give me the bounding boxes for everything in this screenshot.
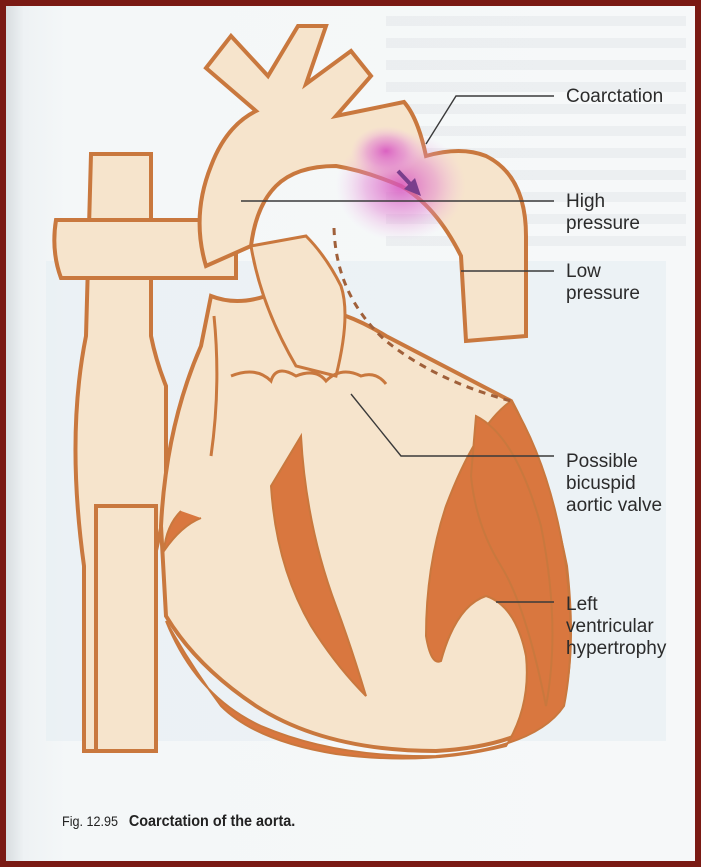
figure-number: Fig. 12.95 xyxy=(62,813,118,829)
label-aortic-valve: Possible bicuspid aortic valve xyxy=(566,451,662,517)
label-coarctation: Coarctation xyxy=(566,86,663,108)
pressure-jet-upper xyxy=(351,126,421,176)
figure-caption: Fig. 12.95 Coarctation of the aorta. xyxy=(62,813,295,831)
label-low-pressure: Low pressure xyxy=(566,261,640,305)
inferior-vessel xyxy=(96,506,156,751)
heart-diagram xyxy=(6,6,695,861)
figure-title: Coarctation of the aorta. xyxy=(129,813,295,830)
label-high-pressure: High pressure xyxy=(566,191,640,235)
leader-coarctation xyxy=(426,96,554,144)
label-lv-hypertrophy: Left ventricular hypertrophy xyxy=(566,594,666,660)
figure-page: Coarctation High pressure Low pressure P… xyxy=(6,6,695,861)
